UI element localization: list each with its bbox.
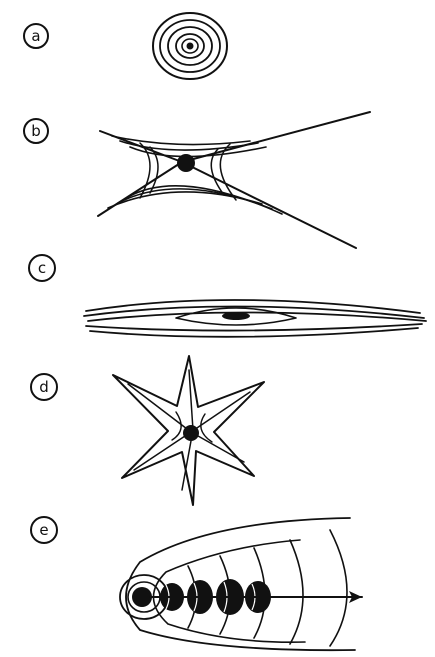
panel-a-label-text: a xyxy=(31,27,40,45)
x-web-drawing xyxy=(98,112,370,248)
panel-e: e xyxy=(31,517,362,650)
panel-b: b xyxy=(24,112,370,248)
elongated-streaks-drawing xyxy=(84,300,426,337)
panel-d: d xyxy=(31,356,264,505)
nucleus-dot xyxy=(187,43,194,50)
panel-b-label-text: b xyxy=(31,122,41,140)
panel-d-label-text: d xyxy=(39,378,49,396)
panel-c: c xyxy=(29,255,426,337)
panel-d-label: d xyxy=(31,374,57,400)
six-point-star-drawing xyxy=(113,356,264,505)
panel-e-label-text: e xyxy=(39,521,48,539)
nucleus-dot xyxy=(177,154,195,172)
panel-e-label: e xyxy=(31,517,57,543)
panel-c-label: c xyxy=(29,255,55,281)
panel-a-label: a xyxy=(24,24,48,48)
panel-c-label-text: c xyxy=(38,259,46,277)
panel-b-label: b xyxy=(24,119,48,143)
concentric-rings-drawing xyxy=(153,13,227,79)
nucleus-dot xyxy=(222,312,250,320)
panel-a: a xyxy=(24,13,227,79)
nucleus-dot xyxy=(183,425,199,441)
parabolic-wake-drawing xyxy=(120,518,362,650)
